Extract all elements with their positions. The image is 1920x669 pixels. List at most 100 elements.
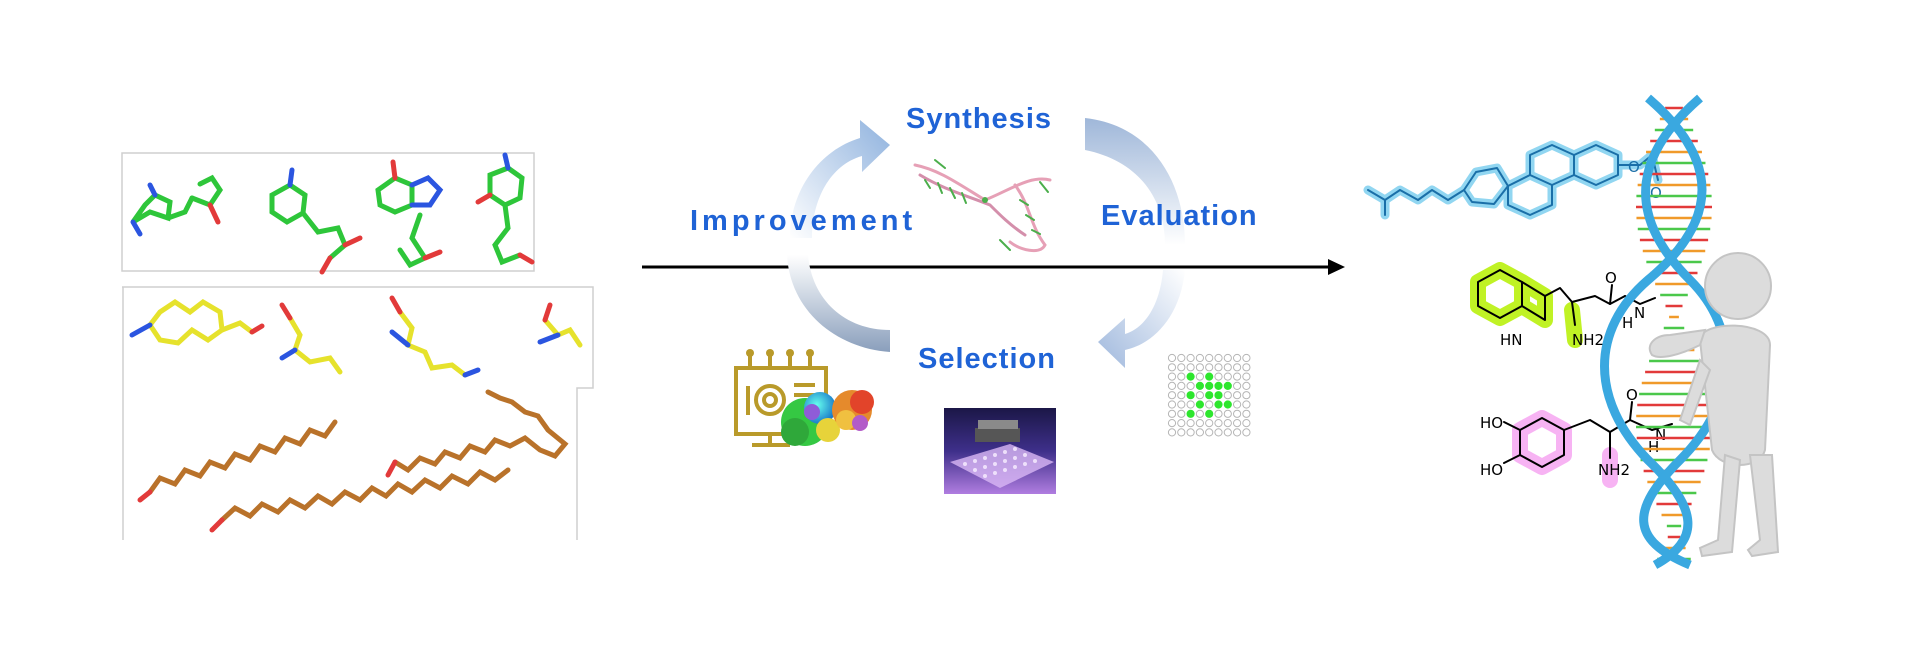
rna-structure-icon <box>913 159 1052 253</box>
grid-dot <box>1186 391 1195 400</box>
svg-text:O: O <box>1626 386 1638 404</box>
label-improvement: Improvement <box>690 205 917 237</box>
grid-dot <box>1223 372 1232 381</box>
grid-dot <box>1242 409 1251 418</box>
grid-dot <box>1177 419 1186 428</box>
cycle-arrows <box>787 118 1185 368</box>
grid-dot <box>1205 391 1214 400</box>
grid-dot <box>1205 419 1214 428</box>
grid-dot <box>1167 363 1177 372</box>
grid-dot <box>1167 428 1177 437</box>
grid-dot <box>1205 409 1214 418</box>
grid-dot <box>1195 400 1205 409</box>
grid-dot <box>1223 363 1232 372</box>
grid-dot <box>1214 391 1223 400</box>
amino-acid-models <box>122 286 594 540</box>
grid-dot <box>1177 428 1186 437</box>
grid-dot <box>1186 381 1195 390</box>
grid-dot <box>1186 428 1195 437</box>
grid-dot <box>1214 419 1223 428</box>
grid-dot <box>1223 353 1232 363</box>
grid-dot <box>1214 409 1223 418</box>
svg-text:NH2: NH2 <box>1598 461 1630 479</box>
grid-dot <box>1214 381 1223 390</box>
grid-dot <box>1233 428 1242 437</box>
grid-dot <box>1242 372 1251 381</box>
grid-dot <box>1223 419 1232 428</box>
grid-dot <box>1233 391 1242 400</box>
grid-dot <box>1223 400 1232 409</box>
grid-dot <box>1205 372 1214 381</box>
grid-dot <box>1205 363 1214 372</box>
grid-dot <box>1177 363 1186 372</box>
svg-text:N: N <box>1655 426 1666 444</box>
grid-dot <box>1242 391 1251 400</box>
grid-dot <box>1223 409 1232 418</box>
grid-dot <box>1233 363 1242 372</box>
dna-helix-figure <box>1600 94 1780 570</box>
label-synthesis: Synthesis <box>906 103 1052 135</box>
svg-text:HO: HO <box>1480 414 1503 432</box>
grid-dot <box>1186 419 1195 428</box>
svg-text:HO: HO <box>1480 461 1503 479</box>
grid-dot <box>1195 363 1205 372</box>
svg-text:HN: HN <box>1500 331 1523 349</box>
grid-dot <box>1167 391 1177 400</box>
grid-dot <box>1242 353 1251 363</box>
grid-dot <box>1223 428 1232 437</box>
grid-dot <box>1205 381 1214 390</box>
grid-dot <box>1205 353 1214 363</box>
grid-dot <box>1195 391 1205 400</box>
arrow-improvement-to-synthesis <box>790 120 890 238</box>
grid-dot <box>1186 400 1195 409</box>
grid-dot <box>1167 400 1177 409</box>
grid-dot <box>1223 391 1232 400</box>
grid-dot <box>1177 372 1186 381</box>
arrow-evaluation-to-selection <box>1098 270 1185 368</box>
grid-dot <box>1177 409 1186 418</box>
grid-dot <box>1242 363 1251 372</box>
monitor-protein-icon <box>734 349 874 447</box>
grid-dot <box>1167 372 1177 381</box>
grid-dot <box>1167 419 1177 428</box>
grid-dot <box>1177 381 1186 390</box>
grid-dot <box>1167 409 1177 418</box>
grid-dot <box>1177 400 1186 409</box>
grid-dot <box>1195 353 1205 363</box>
grid-dot <box>1242 419 1251 428</box>
grid-dot <box>1195 409 1205 418</box>
svg-text:O: O <box>1605 269 1617 287</box>
grid-dot <box>1186 409 1195 418</box>
grid-dot <box>1186 372 1195 381</box>
grid-dot <box>1214 363 1223 372</box>
label-evaluation: Evaluation <box>1101 200 1258 232</box>
svg-text:H: H <box>1622 314 1633 332</box>
dopa-structure: HO HO NH2 H O N <box>1480 386 1673 488</box>
label-selection: Selection <box>918 343 1056 375</box>
grid-dot <box>1214 372 1223 381</box>
grid-dot <box>1214 428 1223 437</box>
grid-dot <box>1195 372 1205 381</box>
tryptophan-structure: HN NH2 H O N <box>1470 262 1656 349</box>
grid-dot <box>1242 400 1251 409</box>
grid-dot <box>1167 353 1177 363</box>
svg-text:H: H <box>1648 438 1659 456</box>
grid-dot <box>1242 381 1251 390</box>
fatty-acid-models <box>137 389 569 533</box>
grid-dot <box>1233 400 1242 409</box>
grid-dot <box>1214 353 1223 363</box>
dot-grid-icon <box>1167 353 1251 437</box>
process-arrow <box>642 259 1345 275</box>
grid-dot <box>1177 391 1186 400</box>
svg-text:N: N <box>1634 304 1645 322</box>
grid-dot <box>1186 363 1195 372</box>
svg-text:O: O <box>1628 158 1640 176</box>
svg-text:O: O <box>1650 184 1662 202</box>
cholesterol-structure: O O <box>1363 140 1663 220</box>
grid-dot <box>1233 353 1242 363</box>
grid-dot <box>1195 428 1205 437</box>
arrow-synthesis-to-evaluation <box>1085 118 1185 245</box>
grid-dot <box>1233 372 1242 381</box>
grid-dot <box>1177 353 1186 363</box>
